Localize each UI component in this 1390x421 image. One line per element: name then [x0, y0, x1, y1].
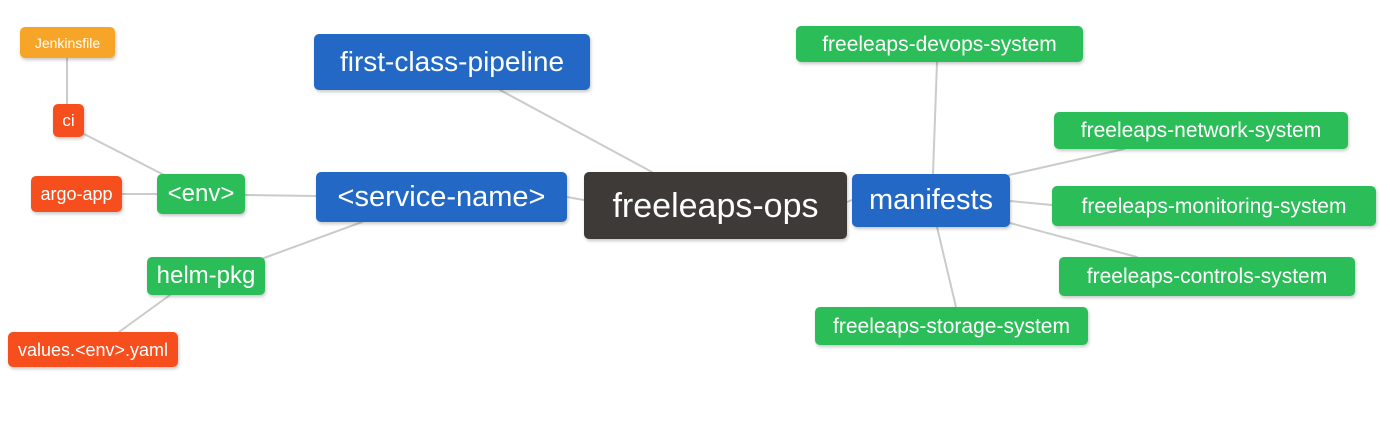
edge-service-name-to-helm-pkg: [263, 221, 363, 259]
edge-env-to-service-name: [244, 194, 317, 197]
node-label: freeleaps-monitoring-system: [1081, 194, 1347, 218]
node-service-name[interactable]: <service-name>: [316, 172, 567, 222]
edge-manifests-to-freeleaps-monitoring-system: [1009, 200, 1053, 206]
edge-service-name-to-freeleaps-ops: [566, 196, 585, 201]
node-freeleaps-network-system[interactable]: freeleaps-network-system: [1054, 112, 1348, 149]
node-label: first-class-pipeline: [339, 46, 565, 77]
node-freeleaps-devops-system[interactable]: freeleaps-devops-system: [796, 26, 1083, 62]
node-label: freeleaps-storage-system: [833, 314, 1070, 338]
node-label: freeleaps-controls-system: [1086, 265, 1328, 288]
node-label: <env>: [167, 180, 235, 207]
node-ci[interactable]: ci: [53, 104, 84, 137]
edge-first-class-pipeline-to-freeleaps-ops: [499, 89, 653, 173]
node-freeleaps-monitoring-system[interactable]: freeleaps-monitoring-system: [1052, 186, 1376, 226]
node-manifests[interactable]: manifests: [852, 174, 1010, 227]
edge-manifests-to-freeleaps-devops-system: [932, 61, 938, 175]
node-label: values.<env>.yaml: [17, 339, 169, 360]
node-argo-app[interactable]: argo-app: [31, 176, 122, 212]
node-label: Jenkinsfile: [34, 34, 101, 51]
node-freeleaps-controls-system[interactable]: freeleaps-controls-system: [1059, 257, 1355, 296]
node-values-env-yaml[interactable]: values.<env>.yaml: [8, 332, 178, 367]
node-label: <service-name>: [337, 180, 546, 213]
node-freeleaps-ops[interactable]: freeleaps-ops: [584, 172, 847, 239]
edge-freeleaps-ops-to-manifests: [846, 199, 853, 203]
node-jenkinsfile[interactable]: Jenkinsfile: [20, 27, 115, 58]
edge-manifests-to-freeleaps-controls-system: [1009, 222, 1138, 258]
node-label: manifests: [868, 184, 994, 216]
node-label: argo-app: [40, 184, 113, 204]
node-first-class-pipeline[interactable]: first-class-pipeline: [314, 34, 590, 90]
node-freeleaps-storage-system[interactable]: freeleaps-storage-system: [815, 307, 1088, 345]
node-label: freeleaps-devops-system: [822, 32, 1057, 56]
node-label: freeleaps-ops: [612, 186, 819, 225]
edge-helm-pkg-to-values-env-yaml: [118, 294, 171, 333]
node-label: ci: [62, 111, 75, 130]
node-env[interactable]: <env>: [157, 174, 245, 214]
edge-manifests-to-freeleaps-storage-system: [936, 226, 957, 308]
edge-ci-to-env: [83, 133, 167, 177]
edge-manifests-to-freeleaps-network-system: [1008, 148, 1125, 176]
node-helm-pkg[interactable]: helm-pkg: [147, 257, 265, 295]
node-label: freeleaps-network-system: [1080, 119, 1322, 142]
node-label: helm-pkg: [156, 262, 256, 289]
